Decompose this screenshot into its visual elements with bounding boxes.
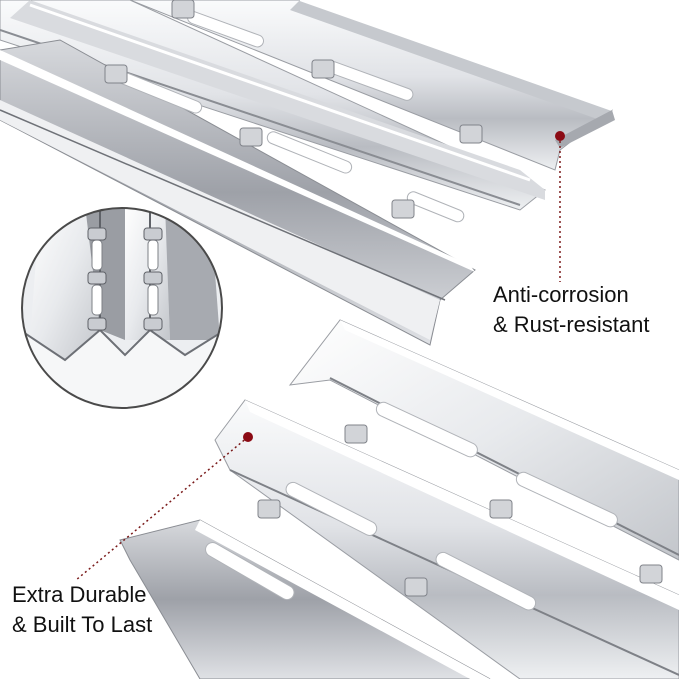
bottom-plate-tabs bbox=[257, 424, 663, 597]
bottom-plate-slots bbox=[205, 401, 618, 611]
bottom-plate-3 bbox=[119, 519, 491, 679]
inset-tabs bbox=[87, 227, 163, 331]
inset-slots bbox=[91, 239, 159, 316]
callout-top-line2: & Rust-resistant bbox=[493, 312, 650, 337]
callout-bottom-line2: & Built To Last bbox=[12, 612, 153, 637]
callout-bottom-line1: Extra Durable bbox=[12, 582, 147, 607]
top-plate-slots bbox=[116, 11, 465, 223]
callout-marker-bottom bbox=[75, 432, 253, 581]
bottom-plate-2 bbox=[214, 399, 679, 679]
callout-extra-durable: Extra Durable & Built To Last bbox=[12, 580, 152, 640]
top-heat-plates bbox=[0, 0, 615, 346]
red-dot-marker-icon bbox=[243, 432, 253, 442]
top-plate-2 bbox=[0, 0, 546, 211]
detail-inset bbox=[21, 207, 223, 409]
callout-marker-top bbox=[555, 131, 565, 282]
top-plate-tabs bbox=[104, 0, 483, 219]
callout-anti-corrosion: Anti-corrosion & Rust-resistant bbox=[493, 280, 650, 340]
bottom-heat-plates bbox=[119, 319, 679, 679]
top-plate-3 bbox=[0, 39, 476, 346]
callout-top-line1: Anti-corrosion bbox=[493, 282, 629, 307]
red-dot-marker-icon bbox=[555, 131, 565, 141]
